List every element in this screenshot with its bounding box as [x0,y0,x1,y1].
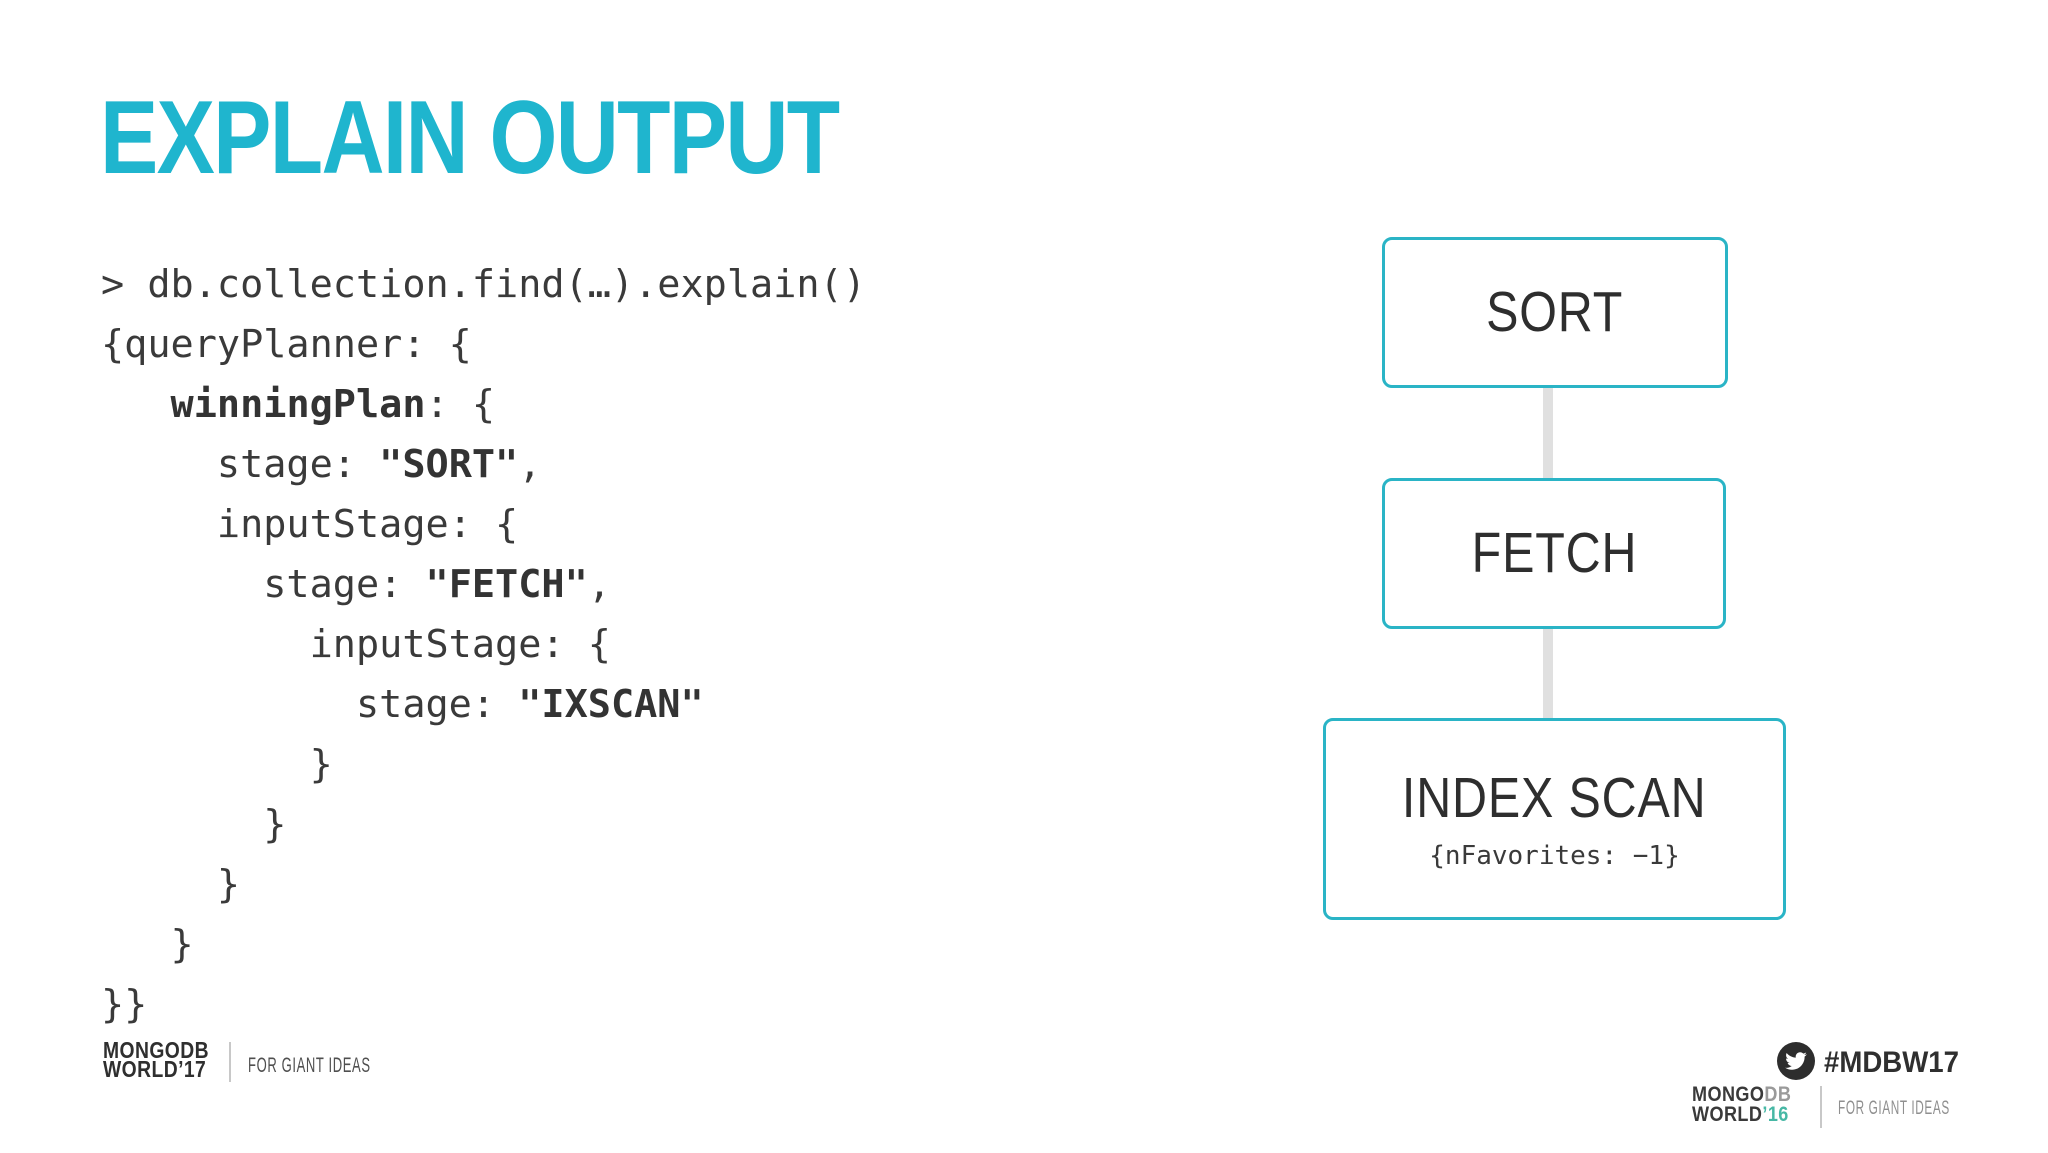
node-sort-label: SORT [1486,280,1624,344]
footer-right-tagline: FOR GIANT IDEAS [1838,1098,1950,1119]
mongodb-world17-logo: MONGODB WORLD’17 [103,1037,209,1082]
code-line: stage: "SORT", [101,442,542,487]
code-line: }} [101,982,148,1027]
code-line: stage: "FETCH", [101,562,611,607]
diagram-node-fetch: FETCH [1382,478,1726,629]
connector-fetch-ixscan [1543,621,1553,720]
code-block: > db.collection.find(…).explain() {queryP… [101,255,866,1035]
twitter-bird-glyph [1785,1052,1807,1070]
diagram-node-index-scan: INDEX SCAN {nFavorites: −1} [1323,718,1786,920]
code-line: } [101,742,333,787]
hashtag-mdbw17: #MDBW17 [1824,1046,1959,1079]
mongodb-world17-logo-line1: MONGODB [103,1037,209,1063]
code-line: {queryPlanner: { [101,322,472,367]
mongodb-world16-logo: MONGODB WORLD’16 [1692,1083,1792,1126]
page-title: EXPLAIN OUTPUT [100,80,840,196]
mongodb-world17-logo-line2: WORLD’17 [103,1056,207,1082]
twitter-bird-icon [1777,1042,1815,1080]
mongodb-world16-logo-line2: WORLD’16 [1692,1103,1791,1126]
code-line: } [101,862,241,907]
code-line: inputStage: { [101,502,519,547]
node-index-scan-key: {nFavorites: −1} [1429,840,1680,871]
logo16-year: ’16 [1762,1103,1789,1126]
code-line: inputStage: { [101,622,611,667]
connector-sort-fetch [1543,380,1553,480]
logo16-db: DB [1764,1083,1792,1106]
node-index-scan-label: INDEX SCAN [1402,765,1707,830]
diagram-node-sort: SORT [1382,237,1728,388]
footer-right-divider [1820,1086,1822,1128]
node-fetch-label: FETCH [1471,521,1637,585]
logo16-mongo: MONGO [1692,1083,1765,1106]
logo16-world: WORLD [1692,1103,1763,1126]
footer-left-tagline: FOR GIANT IDEAS [248,1054,371,1077]
code-line: > db.collection.find(…).explain() [101,262,866,307]
code-line: winningPlan: { [170,382,496,427]
code-line: } [101,802,287,847]
footer-left-divider [229,1042,231,1082]
code-line: } [101,922,194,967]
mongodb-world16-logo-line1: MONGODB [1692,1083,1792,1106]
code-line: stage: "IXSCAN" [101,682,704,727]
